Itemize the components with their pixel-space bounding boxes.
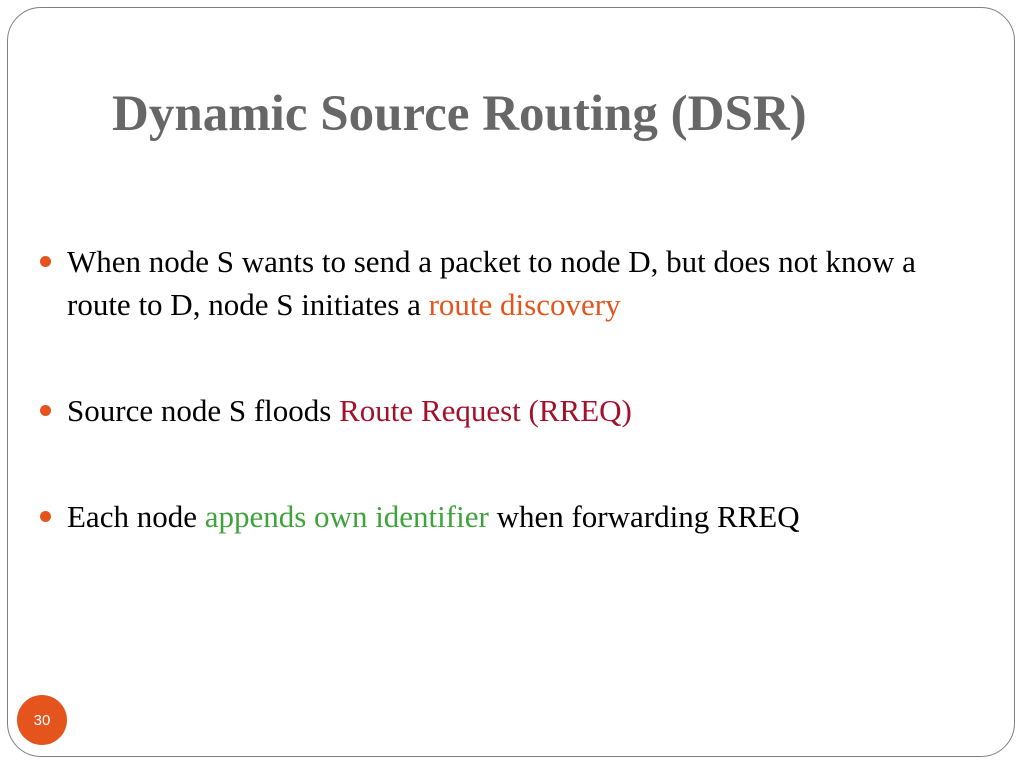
bullet-highlight: Route Request (RREQ) (339, 393, 632, 428)
bullet-text-after: when forwarding RREQ (488, 499, 800, 534)
slide-frame (7, 7, 1015, 757)
slide-title: Dynamic Source Routing (DSR) (112, 86, 807, 142)
bullet-item: Each node appends own identifier when fo… (40, 495, 980, 538)
bullet-text: Each node (67, 499, 205, 534)
bullet-highlight: appends own identifier (204, 499, 489, 534)
bullet-list: When node S wants to send a packet to no… (40, 240, 980, 601)
bullet-dot-icon (40, 256, 51, 267)
bullet-dot-icon (40, 511, 51, 522)
bullet-dot-icon (40, 405, 51, 416)
bullet-text: When node S wants to send a packet to no… (67, 244, 916, 322)
page-number-badge: 30 (17, 695, 67, 745)
bullet-highlight: route discovery (428, 287, 621, 322)
bullet-item: Source node S floods Route Request (RREQ… (40, 389, 980, 432)
bullet-item: When node S wants to send a packet to no… (40, 240, 980, 326)
bullet-text: Source node S floods (67, 393, 340, 428)
